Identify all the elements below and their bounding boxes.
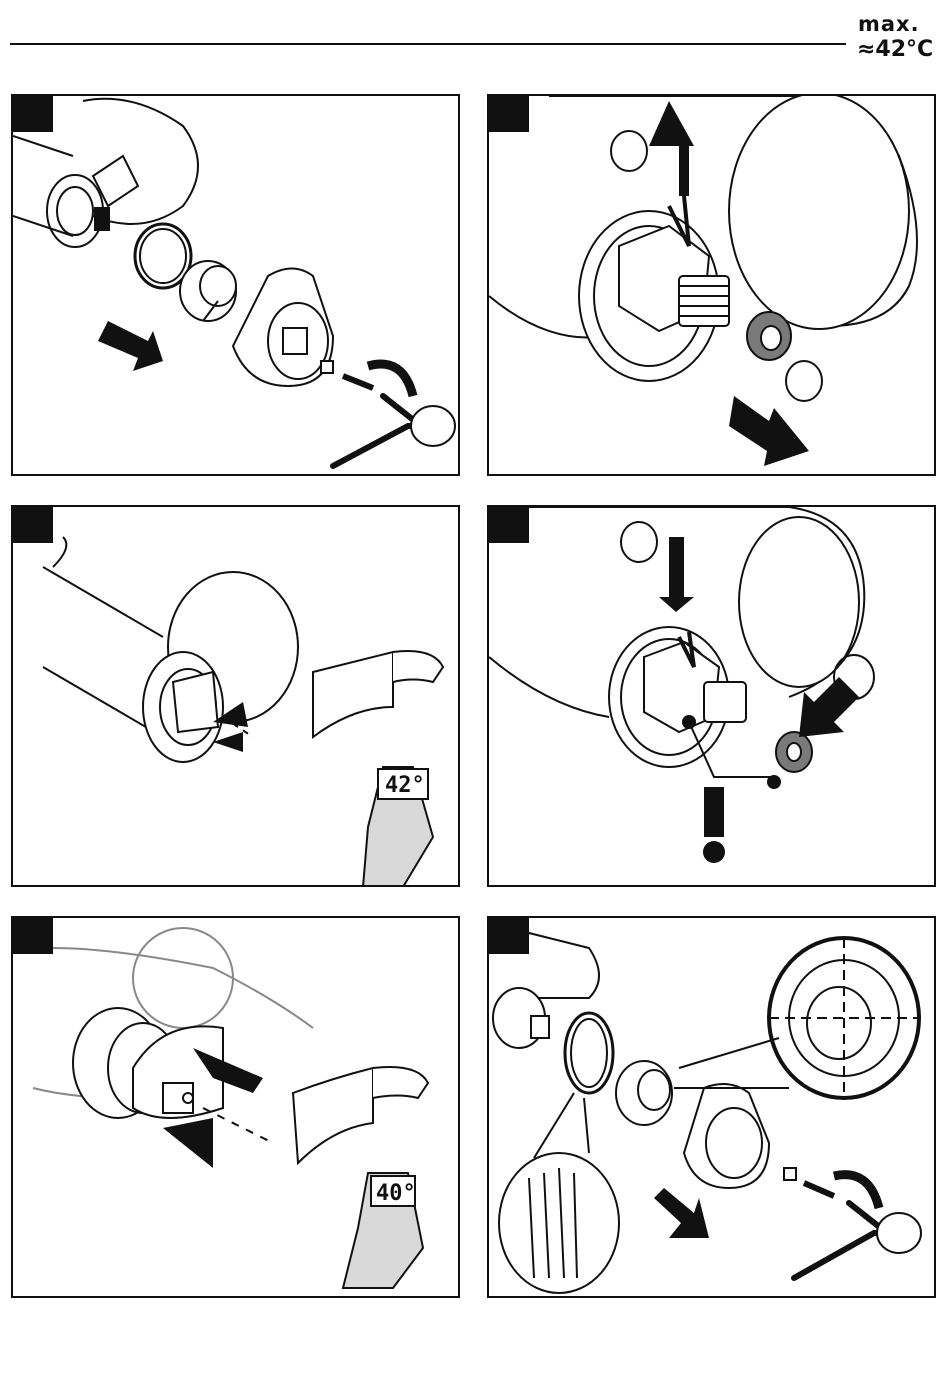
step-panel-3: 42° (11, 505, 460, 887)
step-panel-2 (487, 94, 936, 476)
remove-handle-illustration (13, 96, 460, 476)
step-panel-1 (11, 94, 460, 476)
step-number-tab (13, 507, 53, 543)
reassemble-handle-illustration (489, 918, 936, 1298)
reinsert-clip-and-ring-illustration (489, 507, 936, 887)
step-number-tab (13, 918, 53, 954)
remove-clip-and-ring-illustration (489, 96, 936, 476)
step-number-tab (489, 918, 529, 954)
adjust-temperature-illustration: 40° (13, 918, 460, 1298)
thermometer-reading: 42° (385, 773, 425, 798)
step-number-tab (13, 96, 53, 132)
step-panel-5: 40° (11, 916, 460, 1298)
thermometer-reading: 40° (376, 1181, 416, 1206)
temperature-label: ≈42°C (857, 37, 933, 62)
step-panel-6 (487, 916, 936, 1298)
header-rule (10, 43, 846, 45)
step-panel-4 (487, 505, 936, 887)
step-number-tab (489, 96, 529, 132)
step-number-tab (489, 507, 529, 543)
max-label: max. (858, 12, 920, 36)
measure-temperature-illustration: 42° (13, 507, 460, 887)
